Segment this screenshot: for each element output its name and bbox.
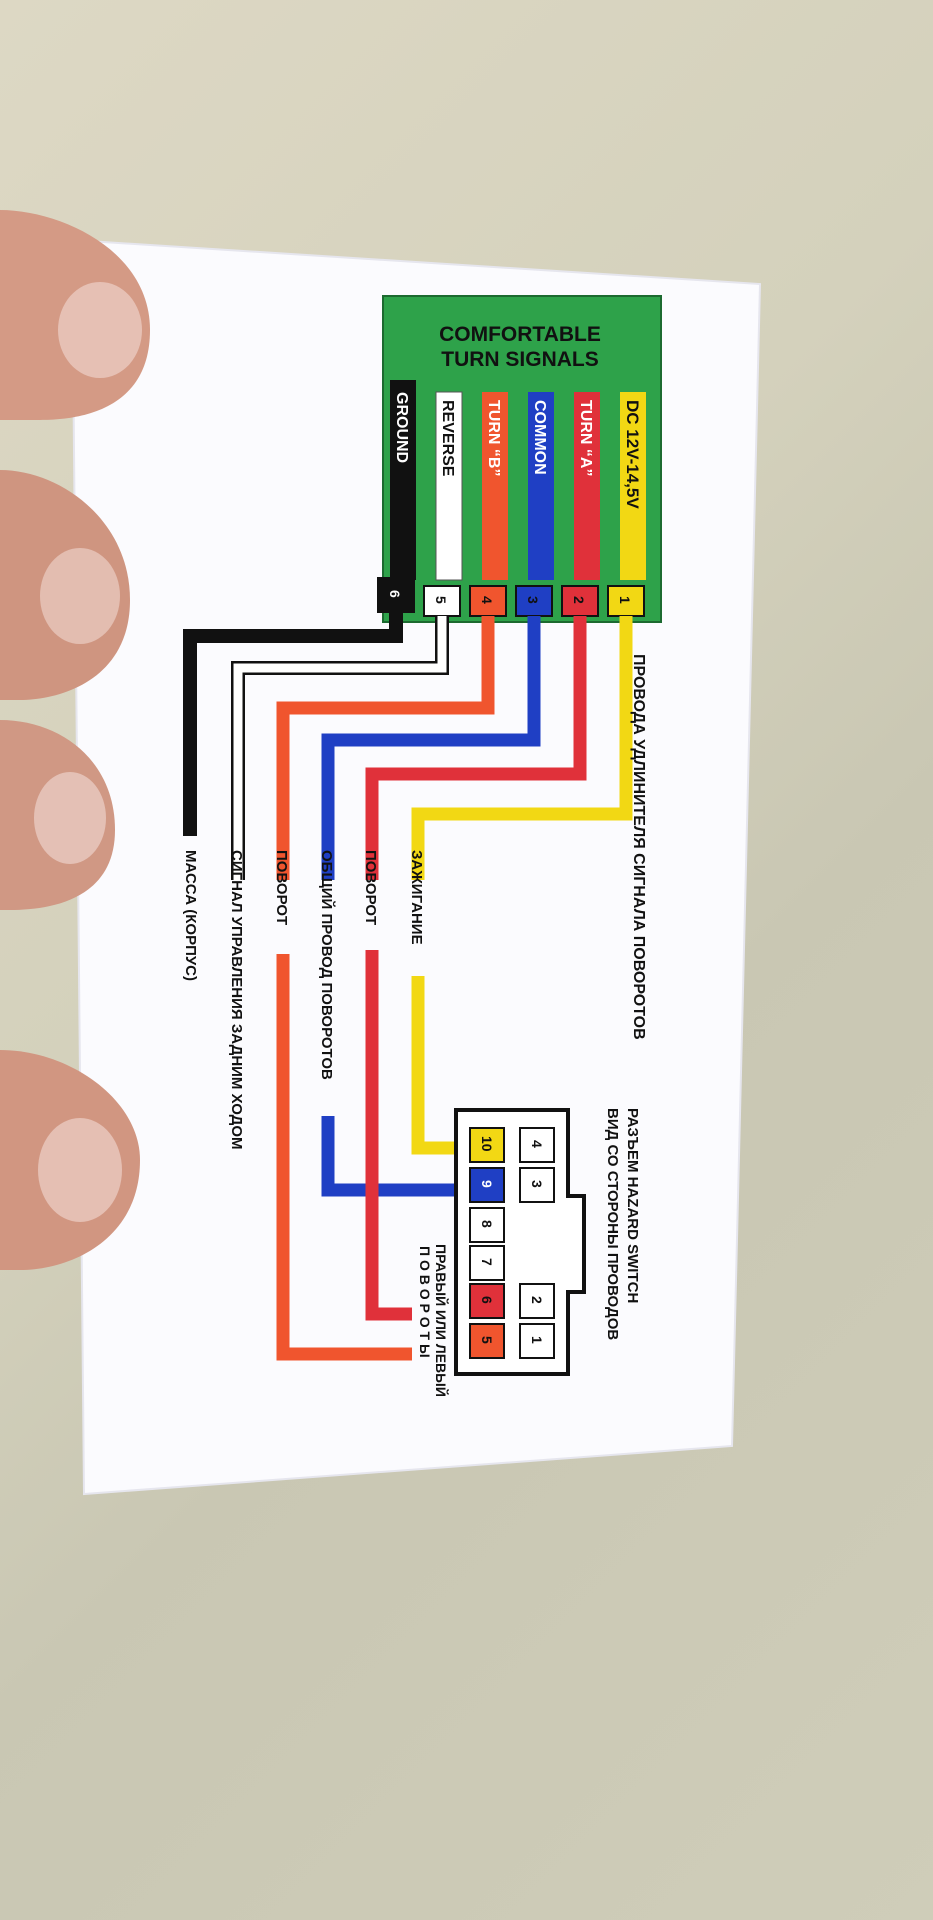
- wire-red: [365, 616, 587, 880]
- stripe-pin-4: [482, 392, 508, 580]
- connector-pin-4: [519, 1127, 555, 1163]
- wires: [183, 612, 633, 1361]
- wire-orange-lower: [276, 954, 412, 1361]
- stripe-pin-1: [620, 392, 646, 580]
- pin-1-label: DC 12V-14,5V: [623, 400, 642, 509]
- wire-label-reverse: СИГНАЛ УПРАВЛЕНИЯ ЗАДНИМ ХОДОМ: [228, 850, 245, 1150]
- stripe-pin-2: [574, 392, 600, 580]
- pin-2-num: 2: [571, 596, 587, 604]
- connector-pin-3: [519, 1167, 555, 1203]
- connector-pin-number: 3: [529, 1180, 545, 1188]
- pin-4-num: 4: [479, 596, 495, 604]
- wire-labels: ЗАЖИГАНИЕ ПОВОРОТ ОБЩИЙ ПРОВОД ПОВОРОТОВ…: [182, 850, 425, 1150]
- connector-pin-number: 2: [529, 1296, 545, 1304]
- wire-black: [183, 612, 403, 836]
- wire-label-ground: МАССА (КОРПУС): [182, 850, 199, 981]
- stripe-labels: DC 12V-14,5V TURN “A” COMMON TURN “B” RE…: [393, 392, 642, 509]
- module-stripes: [390, 380, 646, 581]
- wire-orange: [276, 616, 495, 880]
- wire-label-common: ОБЩИЙ ПРОВОД ПОВОРОТОВ: [318, 850, 336, 1080]
- connector-pin-5: [469, 1323, 505, 1359]
- connector-pin-10: [469, 1127, 505, 1163]
- pin-6-num: 6: [387, 590, 403, 598]
- wire-yellow: [411, 616, 633, 880]
- pin-6-label: GROUND: [393, 392, 410, 463]
- wire-yellow-lower: [411, 976, 470, 1155]
- header-line1: COMFORTABLE: [439, 323, 601, 346]
- pin-5-label: REVERSE: [439, 400, 456, 477]
- wire-white: [233, 616, 447, 880]
- stripe-pin-6: [390, 380, 416, 580]
- module-header: COMFORTABLE TURN SIGNALS: [439, 323, 601, 371]
- terminal-numbers: 1 2 3 4 5 6: [387, 590, 633, 604]
- stripe-pin-5: [435, 391, 463, 581]
- connector-pin-number: 10: [479, 1136, 495, 1152]
- connector-pin-number: 6: [479, 1296, 495, 1304]
- fingernail-3: [34, 772, 106, 864]
- pin-2-label: TURN “A”: [577, 400, 594, 476]
- stripe-pin-3: [528, 392, 554, 580]
- pin-5-num: 5: [433, 596, 449, 604]
- connector-title-2: ВИД СО СТОРОНЫ ПРОВОДОВ: [604, 1108, 621, 1340]
- connector-pin-number: 5: [479, 1336, 495, 1344]
- fingernail-1: [58, 282, 142, 378]
- wire-label-ignition: ЗАЖИГАНИЕ: [408, 850, 425, 945]
- pin-4-label: TURN “B”: [485, 400, 502, 476]
- connector-pin-2: [519, 1283, 555, 1319]
- wire-label-turn-2: ПОВОРОТ: [273, 850, 290, 925]
- connector-side-label-1: ПРАВЫЙ ИЛИ ЛЕВЫЙ: [433, 1244, 450, 1397]
- module-box: [382, 295, 662, 623]
- connector-pin-number: 7: [479, 1258, 495, 1266]
- connector-side-label-2: П О В О Р О Т Ы: [417, 1246, 433, 1358]
- pin-3-label: COMMON: [531, 400, 548, 475]
- hazard-connector: 4 3 2 1 10 9 8 7 6 5: [454, 1108, 586, 1376]
- connector-pin-number: 4: [529, 1140, 545, 1148]
- header-line2: TURN SIGNALS: [441, 348, 599, 371]
- fingernail-2: [40, 548, 120, 644]
- wire-blue: [321, 616, 541, 880]
- wire-red-lower: [365, 950, 412, 1321]
- connector-pin-7: [469, 1245, 505, 1281]
- connector-pin-number: 1: [529, 1336, 545, 1344]
- fingernail-4: [38, 1118, 122, 1222]
- wire-blue-lower: [321, 1116, 470, 1197]
- wire-label-turn-1: ПОВОРОТ: [362, 850, 379, 925]
- connector-pin-1: [519, 1323, 555, 1359]
- connector-pin-9: [469, 1167, 505, 1203]
- fingers: [0, 210, 150, 1270]
- connector-pin-8: [469, 1207, 505, 1243]
- connector-title-1: РАЗЪЕМ HAZARD SWITCH: [624, 1108, 641, 1303]
- module-terminals: [377, 577, 645, 617]
- pin-1-num: 1: [617, 596, 633, 604]
- wire-title: ПРОВОДА УДЛИНИТЕЛЯ СИГНАЛА ПОВОРОТОВ: [630, 654, 647, 1040]
- connector-pin-number: 8: [479, 1220, 495, 1228]
- connector-pin-6: [469, 1283, 505, 1319]
- pin-3-num: 3: [525, 596, 541, 604]
- connector-pin-number: 9: [479, 1180, 495, 1188]
